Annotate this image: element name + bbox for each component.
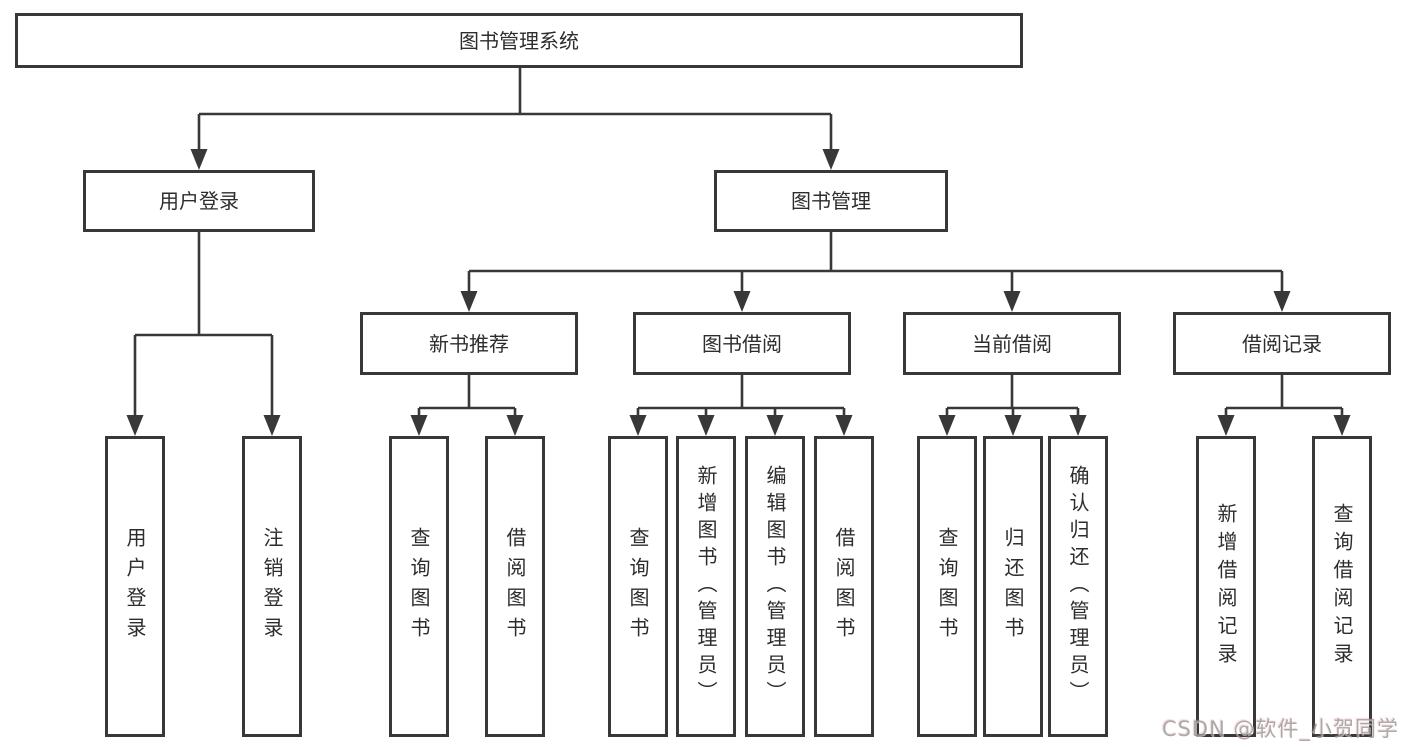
leaf-cb-return-books: 归还图书 — [983, 436, 1043, 737]
arrow-down-icon — [766, 415, 784, 436]
node-label: 查询图书 — [407, 526, 431, 647]
leaf-bb-edit-books-admin: 编辑图书（管理员） — [745, 436, 805, 737]
node-label: 查询图书 — [935, 526, 959, 647]
node-label: 新增借阅记录 — [1214, 502, 1238, 671]
node-label: 借阅记录 — [1242, 331, 1322, 356]
arrow-down-icon — [460, 291, 478, 312]
arrow-down-icon — [1069, 415, 1087, 436]
node-label: 图书借阅 — [702, 331, 782, 356]
node-label: 借阅图书 — [503, 526, 527, 647]
arrow-down-icon — [410, 415, 428, 436]
node-new-book-recommend: 新书推荐 — [360, 312, 578, 375]
arrow-down-icon — [1273, 291, 1291, 312]
arrow-down-icon — [126, 415, 144, 436]
leaf-nb-borrow-books: 借阅图书 — [485, 436, 545, 737]
node-label: 新增图书（管理员） — [694, 465, 718, 708]
leaf-cb-query-books: 查询图书 — [917, 436, 977, 737]
node-label: 确认归还（管理员） — [1066, 465, 1090, 708]
node-label: 图书管理系统 — [459, 28, 579, 53]
arrow-down-icon — [190, 149, 208, 170]
leaf-br-add-record: 新增借阅记录 — [1196, 436, 1256, 737]
node-label: 用户登录 — [123, 526, 147, 647]
leaf-br-query-record: 查询借阅记录 — [1312, 436, 1372, 737]
arrow-down-icon — [1003, 291, 1021, 312]
csdn-watermark: CSDN @软件_小贺同学 — [1161, 717, 1399, 741]
node-label: 当前借阅 — [972, 331, 1052, 356]
arrow-down-icon — [822, 149, 840, 170]
arrow-down-icon — [263, 415, 281, 436]
leaf-bb-query-books: 查询图书 — [608, 436, 668, 737]
node-label: 新书推荐 — [429, 331, 509, 356]
leaf-bb-add-books-admin: 新增图书（管理员） — [676, 436, 736, 737]
arrow-down-icon — [733, 291, 751, 312]
node-label: 查询借阅记录 — [1330, 502, 1354, 671]
node-label: 归还图书 — [1001, 526, 1025, 647]
node-current-borrow: 当前借阅 — [903, 312, 1121, 375]
leaf-bb-borrow-books: 借阅图书 — [814, 436, 874, 737]
node-book-management: 图书管理 — [714, 170, 948, 232]
arrow-down-icon — [938, 415, 956, 436]
node-label: 注销登录 — [260, 526, 284, 647]
arrow-down-icon — [1333, 415, 1351, 436]
arrow-down-icon — [697, 415, 715, 436]
node-user-login: 用户登录 — [83, 170, 315, 232]
arrow-down-icon — [1217, 415, 1235, 436]
node-book-borrow: 图书借阅 — [633, 312, 851, 375]
node-label: 查询图书 — [626, 526, 650, 647]
arrow-down-icon — [835, 415, 853, 436]
leaf-cb-confirm-return-admin: 确认归还（管理员） — [1048, 436, 1108, 737]
leaf-logout: 注销登录 — [242, 436, 302, 737]
node-borrow-records: 借阅记录 — [1173, 312, 1391, 375]
node-label: 编辑图书（管理员） — [763, 465, 787, 708]
node-library-system: 图书管理系统 — [15, 13, 1023, 68]
arrow-down-icon — [1004, 415, 1022, 436]
node-label: 用户登录 — [159, 189, 239, 213]
leaf-nb-query-books: 查询图书 — [389, 436, 449, 737]
arrow-down-icon — [629, 415, 647, 436]
node-label: 图书管理 — [791, 189, 871, 213]
node-label: 借阅图书 — [832, 526, 856, 647]
arrow-down-icon — [506, 415, 524, 436]
leaf-user-login: 用户登录 — [105, 436, 165, 737]
